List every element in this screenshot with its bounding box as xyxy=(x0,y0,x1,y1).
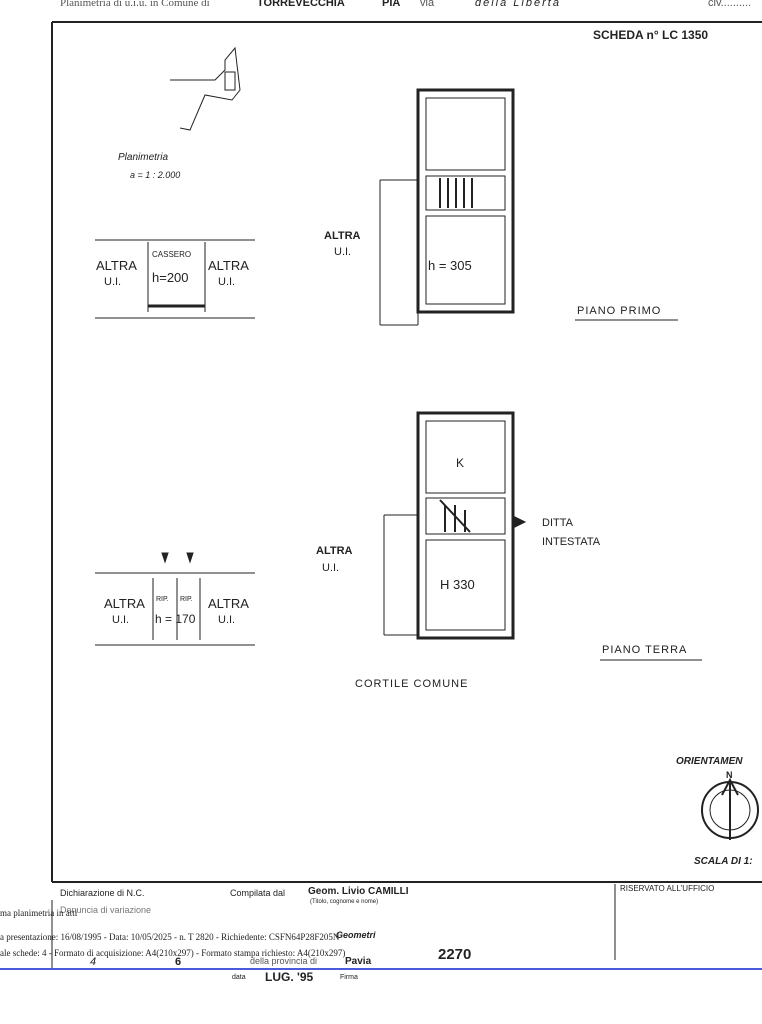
cortile-label: CORTILE COMUNE xyxy=(355,678,469,690)
location-map-label: Planimetria xyxy=(118,152,169,163)
header-civ: civ.......... xyxy=(708,0,752,9)
label-cassero: CASSERO xyxy=(152,250,192,259)
header-comune2: PIA xyxy=(382,0,401,9)
provincia: Pavia xyxy=(345,956,372,967)
floor-label-primo: PIANO PRIMO xyxy=(577,305,662,317)
compilata-label: Compilata dal xyxy=(230,888,286,898)
header-via: della Liberta xyxy=(475,0,561,9)
numero: 2270 xyxy=(438,946,472,963)
titolo-hint: (Titolo, cognome e nome) xyxy=(310,899,379,905)
label-ui: U.I. xyxy=(334,246,352,258)
label-altra: ALTRA xyxy=(316,545,353,557)
header-comune: TORREVECCHIA xyxy=(257,0,345,9)
room-height: h = 305 xyxy=(428,258,472,273)
room-kitchen: K xyxy=(456,456,465,470)
header-via-label: via xyxy=(420,0,435,9)
scheda-number: SCHEDA n° LC 1350 xyxy=(593,28,709,42)
data: LUG. '95 xyxy=(265,970,314,984)
overlay-text: ale schede: 4 - Formato di acquisizione:… xyxy=(0,948,346,958)
number-6: 6 xyxy=(175,956,182,968)
label-ui: U.I. xyxy=(112,614,130,626)
geometri-stamp: Geometri xyxy=(336,930,376,940)
provincia-label: della provincia di xyxy=(250,956,318,966)
compilatore: Geom. Livio CAMILLI xyxy=(308,886,409,897)
orientation-label: ORIENTAMEN xyxy=(676,756,743,767)
location-map-scale: a = 1 : 2.000 xyxy=(130,170,181,180)
foglio: 4 xyxy=(90,956,97,968)
denuncia-label: Denuncia di variazione xyxy=(60,905,152,915)
label-height: h=200 xyxy=(152,270,189,285)
label-rip: RIP. xyxy=(180,596,193,603)
label-ui: U.I. xyxy=(218,276,236,288)
intestata-label: INTESTATA xyxy=(542,536,601,548)
label-ui: U.I. xyxy=(104,276,122,288)
firma-label: Firma xyxy=(340,974,358,981)
room-height: H 330 xyxy=(440,577,475,592)
header-prefix: Planimetria di u.i.u. in Comune di xyxy=(60,0,210,9)
north-icon: N xyxy=(726,770,733,780)
label-height: h = 170 xyxy=(155,612,196,626)
overlay-text: a presentazione: 16/08/1995 - Data: 10/0… xyxy=(0,932,340,942)
label-altra: ALTRA xyxy=(96,258,137,273)
overlay-text: ma planimetria in atti xyxy=(0,908,78,918)
label-altra: ALTRA xyxy=(208,258,249,273)
floor-label-terra: PIANO TERRA xyxy=(602,644,688,656)
label-altra: ALTRA xyxy=(104,596,145,611)
label-ui: U.I. xyxy=(322,562,340,574)
data-label: data xyxy=(232,974,246,981)
label-altra: ALTRA xyxy=(324,230,361,242)
dichiarazione-label: Dichiarazione di N.C. xyxy=(60,888,145,898)
ditta-label: DITTA xyxy=(542,517,573,529)
scale-label: SCALA DI 1: xyxy=(694,856,753,867)
riservato-label: RISERVATO ALL'UFFICIO xyxy=(620,884,715,893)
label-altra: ALTRA xyxy=(208,596,249,611)
label-rip: RIP. xyxy=(156,596,169,603)
label-ui: U.I. xyxy=(218,614,236,626)
